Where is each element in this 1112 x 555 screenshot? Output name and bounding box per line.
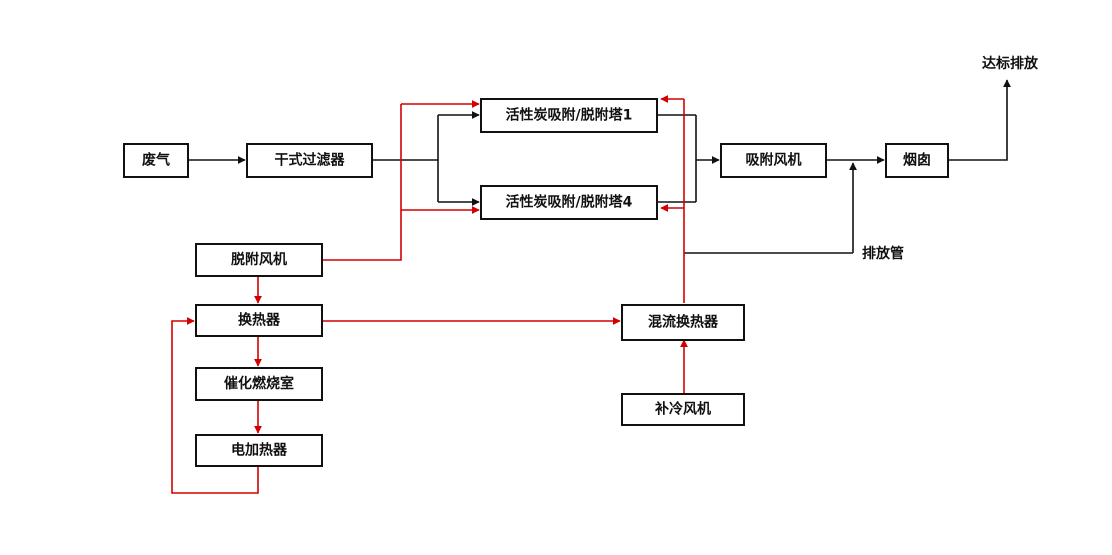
tower-1-box: 活性炭吸附/脱附塔1 <box>480 98 658 133</box>
desorption-flow-lines <box>171 95 688 494</box>
chimney-box: 烟囱 <box>885 143 949 178</box>
heat-exchanger-box: 换热器 <box>195 304 323 337</box>
exhaust-pipe-label: 排放管 <box>862 245 904 262</box>
tower-4-box: 活性炭吸附/脱附塔4 <box>480 185 658 220</box>
adsorption-fan-box: 吸附风机 <box>720 143 827 178</box>
catalytic-chamber-label: 催化燃烧室 <box>224 375 294 392</box>
red-desorption-fan-to-towers <box>322 104 402 261</box>
adsorption-fan-label: 吸附风机 <box>746 152 802 169</box>
cooling-fan-label: 补冷风机 <box>654 401 711 418</box>
waste-gas-box: 废气 <box>123 143 189 178</box>
dry-filter-box: 干式过滤器 <box>246 143 373 178</box>
red-heater-return-loop <box>171 317 259 494</box>
heat-exchanger-label: 换热器 <box>238 312 281 329</box>
main-flow-lines <box>188 79 1011 254</box>
electric-heater-label: 电加热器 <box>231 442 288 459</box>
chimney-label: 烟囱 <box>903 152 931 169</box>
desorption-fan-label: 脱附风机 <box>231 251 287 268</box>
tower-1-label: 活性炭吸附/脱附塔1 <box>506 107 633 124</box>
cooling-fan-box: 补冷风机 <box>621 393 745 426</box>
tower-4-label: 活性炭吸附/脱附塔4 <box>506 194 633 211</box>
mixing-heat-exchanger-label: 混流换热器 <box>648 314 719 331</box>
flow-chimney-to-discharge <box>948 79 1011 161</box>
desorption-fan-box: 脱附风机 <box>195 243 323 277</box>
electric-heater-box: 电加热器 <box>195 434 323 467</box>
catalytic-chamber-box: 催化燃烧室 <box>195 367 323 401</box>
discharge-standard-label: 达标排放 <box>982 55 1039 72</box>
mixing-heat-exchanger-box: 混流换热器 <box>621 304 745 341</box>
waste-gas-label: 废气 <box>142 152 170 169</box>
dry-filter-label: 干式过滤器 <box>275 152 346 169</box>
